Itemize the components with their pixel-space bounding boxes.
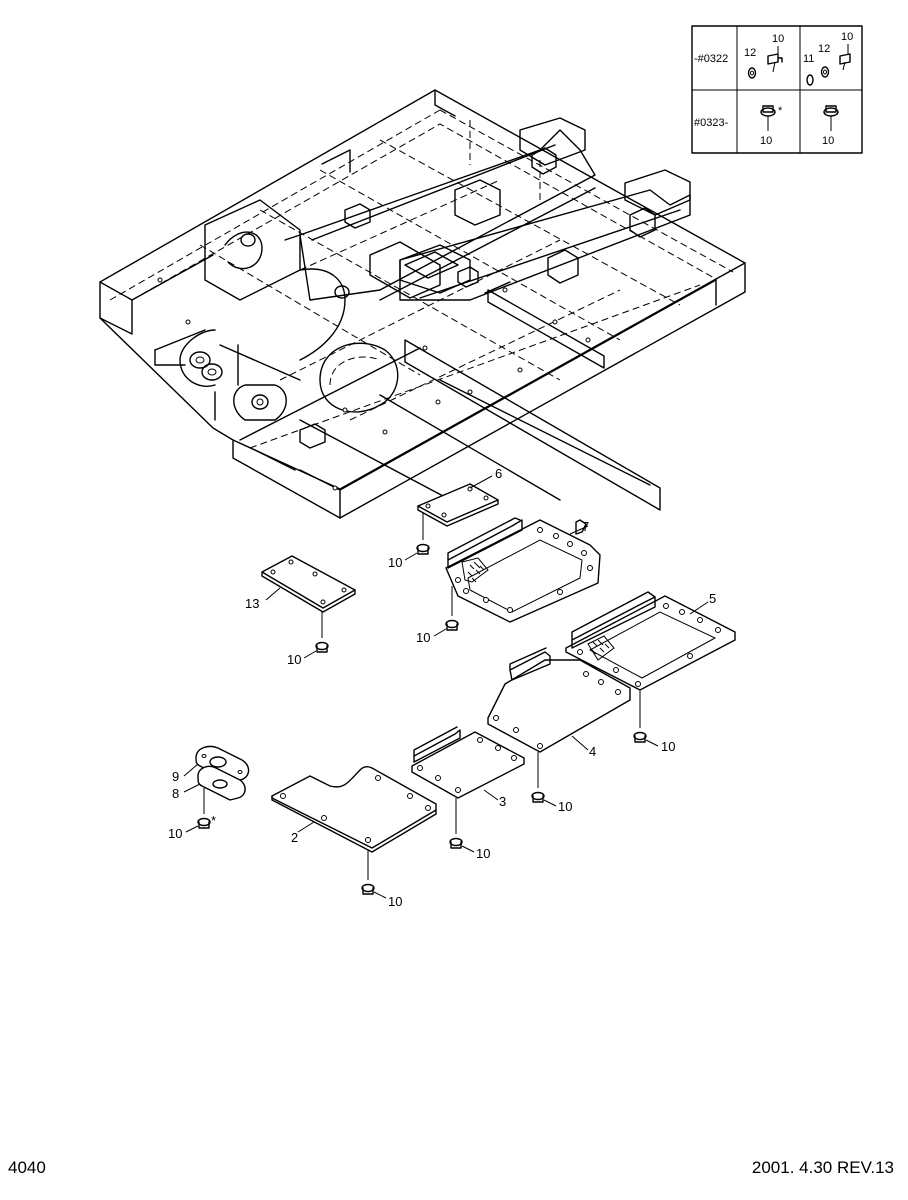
- bolt-icon-p3: [449, 837, 475, 853]
- flange-bolt-icon-2: [823, 105, 839, 131]
- bolt-icon-p4: [531, 791, 557, 807]
- bolt-icon-p2: [361, 883, 387, 899]
- table-callout-11: 11: [803, 53, 814, 65]
- callout-6: 6: [495, 466, 502, 481]
- callout-star-p8: *: [211, 813, 216, 828]
- bolt-icon-p7: [433, 619, 459, 637]
- table-callout-12a: 12: [744, 47, 756, 59]
- serial-range-label-2: #0323-: [694, 117, 729, 129]
- callout-10-p13: 10: [287, 652, 301, 667]
- flange-bolt-icon: [760, 105, 776, 131]
- callout-4: 4: [589, 744, 596, 759]
- callout-13: 13: [245, 596, 259, 611]
- part-4-plate: 4 10: [487, 647, 631, 814]
- callout-10-p3: 10: [476, 846, 490, 861]
- upper-frame: [99, 89, 746, 519]
- table-callout-10c: 10: [760, 135, 772, 147]
- part-5-floor-plate: 5 10: [565, 591, 736, 754]
- callout-3: 3: [499, 794, 506, 809]
- bolt-icon-p6: [404, 543, 430, 561]
- revision-date: 2001. 4.30 REV.13: [751, 1158, 894, 1177]
- nut-icon-2: [820, 66, 830, 78]
- table-callout-10d: 10: [822, 135, 834, 147]
- callout-10-p2: 10: [388, 894, 402, 909]
- flange-bolt-icon-p8: [185, 817, 211, 833]
- callout-7: 7: [582, 519, 589, 534]
- bolt-icon-p13: [303, 641, 329, 659]
- callout-2: 2: [291, 830, 298, 845]
- part-2-plate: 2 10: [271, 765, 437, 909]
- callout-9: 9: [172, 769, 179, 784]
- part-6-cover-plate: 6 10: [388, 466, 502, 570]
- callout-5: 5: [709, 591, 716, 606]
- table-callout-10b: 10: [841, 31, 853, 43]
- callout-8: 8: [172, 786, 179, 801]
- bolt-icon-p5: [633, 731, 659, 747]
- bolt-icon-2: [839, 44, 851, 71]
- serial-number-table: -#0322 #0323- 12 10 11 12 10: [691, 25, 863, 154]
- callout-10-p7: 10: [416, 630, 430, 645]
- washer-icon: [806, 74, 814, 86]
- nut-icon: [747, 67, 757, 79]
- page-number: 4040: [8, 1158, 46, 1177]
- table-callout-10a: 10: [772, 33, 784, 45]
- part-8-bracket: [197, 765, 246, 801]
- callout-10-p8: 10: [168, 826, 182, 841]
- table-star: *: [778, 105, 783, 117]
- part-13-plate: 13 10: [245, 555, 356, 667]
- table-callout-12b: 12: [818, 43, 830, 55]
- serial-range-label-1: -#0322: [694, 53, 728, 65]
- bolt-icon: [767, 46, 783, 73]
- callout-10-p4: 10: [558, 799, 572, 814]
- callout-10-p6: 10: [388, 555, 402, 570]
- part-7-floor-plate: 7 10: [416, 517, 601, 645]
- callout-10-p5: 10: [661, 739, 675, 754]
- part-3-plate: 3 10: [411, 726, 525, 861]
- part-9-bracket: [195, 745, 250, 783]
